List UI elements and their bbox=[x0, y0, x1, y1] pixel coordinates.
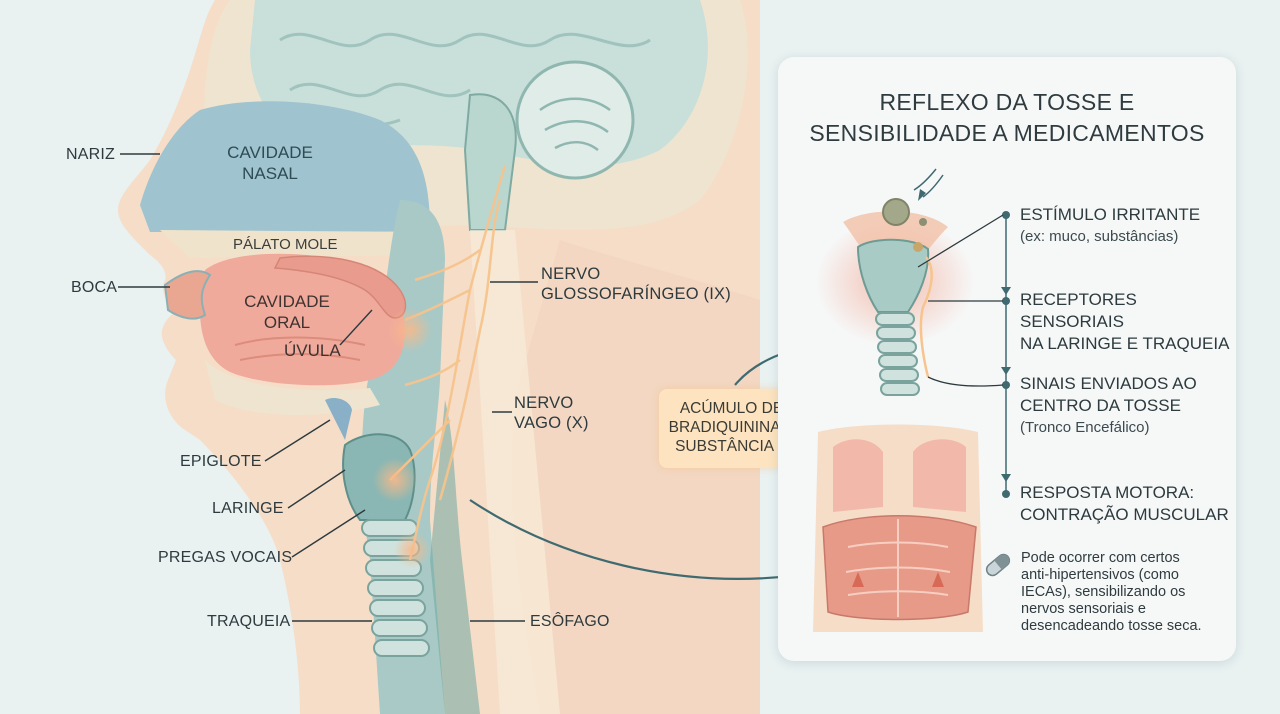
spinal-column bbox=[470, 230, 560, 714]
mini-larynx bbox=[856, 238, 930, 313]
label-nervo-glossofaringeo: NERVO GLOSSOFARÍNGEO (IX) bbox=[541, 265, 731, 303]
label-cavidade-nasal: CAVIDADE NASAL bbox=[227, 143, 313, 183]
leader-lines bbox=[118, 153, 538, 622]
cough-reflex-panel: REFLEXO DA TOSSE E SENSIBILIDADE A MEDIC… bbox=[778, 57, 1236, 661]
label-cavidade-oral: CAVIDADE ORAL bbox=[244, 292, 330, 332]
mini-trachea bbox=[875, 312, 920, 396]
epiglottis bbox=[325, 398, 352, 440]
label-nariz: NARIZ bbox=[66, 146, 115, 163]
label-nervo-vago: NERVO VAGO (X) bbox=[514, 394, 589, 432]
irritant-particle-icon bbox=[882, 198, 927, 252]
panel-illustrations bbox=[813, 168, 1011, 632]
mini-lungs bbox=[833, 439, 966, 512]
label-pregas-vocais: PREGAS VOCAIS bbox=[158, 549, 293, 566]
label-epiglote: EPIGLOTE bbox=[180, 453, 262, 470]
step-2-title: RECEPTORES SENSORIAIS NA LARINGE E TRAQU… bbox=[1020, 290, 1230, 353]
arrow-to-muscles bbox=[469, 499, 801, 580]
neck-back-skin bbox=[511, 240, 760, 714]
pill-capsule-icon bbox=[985, 553, 1011, 577]
oral-cavity bbox=[200, 253, 405, 386]
nasal-cavity bbox=[140, 101, 430, 232]
step-3-title: SINAIS ENVIADOS AO CENTRO DA TOSSE bbox=[1020, 374, 1197, 415]
tongue-lines bbox=[234, 336, 366, 361]
label-uvula: ÚVULA bbox=[284, 341, 341, 360]
medication-note: Pode ocorrer com certos anti-hipertensiv… bbox=[1021, 550, 1202, 634]
step-3-subtitle: (Tronco Encefálico) bbox=[1020, 419, 1150, 436]
panel-title: REFLEXO DA TOSSE E SENSIBILIDADE A MEDIC… bbox=[809, 89, 1205, 146]
step-1-subtitle: (ex: muco, substâncias) bbox=[1020, 228, 1179, 245]
label-palato-mole: PÁLATO MOLE bbox=[233, 236, 338, 253]
palate bbox=[160, 230, 430, 258]
brainstem bbox=[463, 93, 517, 231]
step-1-title: ESTÍMULO IRRITANTE bbox=[1020, 205, 1201, 224]
label-traqueia: TRAQUEIA bbox=[207, 613, 291, 630]
step-4-title: RESPOSTA MOTORA: CONTRAÇÃO MUSCULAR bbox=[1020, 483, 1229, 524]
label-laringe: LARINGE bbox=[212, 500, 284, 517]
esophagus bbox=[430, 400, 480, 714]
label-esofago: ESÔFAGO bbox=[530, 613, 610, 630]
nerve-fibers bbox=[389, 164, 507, 561]
label-boca: BOCA bbox=[71, 279, 118, 296]
lips bbox=[163, 270, 212, 320]
